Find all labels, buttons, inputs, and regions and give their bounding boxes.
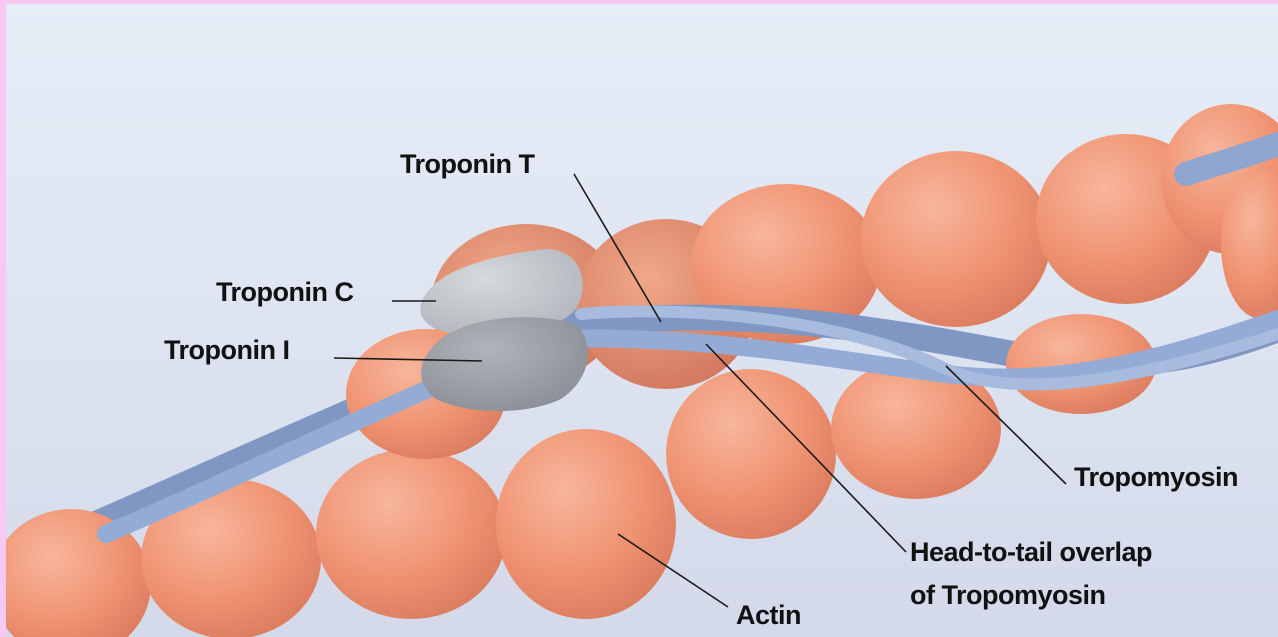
label-overlap-line1: Head-to-tail overlap (910, 539, 1152, 566)
label-troponin-t: Troponin T (400, 151, 534, 178)
diagram-canvas: Troponin T Troponin C Troponin I Tropomy… (6, 4, 1278, 637)
label-troponin-c: Troponin C (216, 279, 353, 306)
label-actin: Actin (736, 602, 801, 629)
label-overlap-line2: of Tropomyosin (910, 582, 1106, 609)
label-troponin-i: Troponin I (164, 337, 289, 364)
label-tropomyosin: Tropomyosin (1074, 464, 1238, 491)
